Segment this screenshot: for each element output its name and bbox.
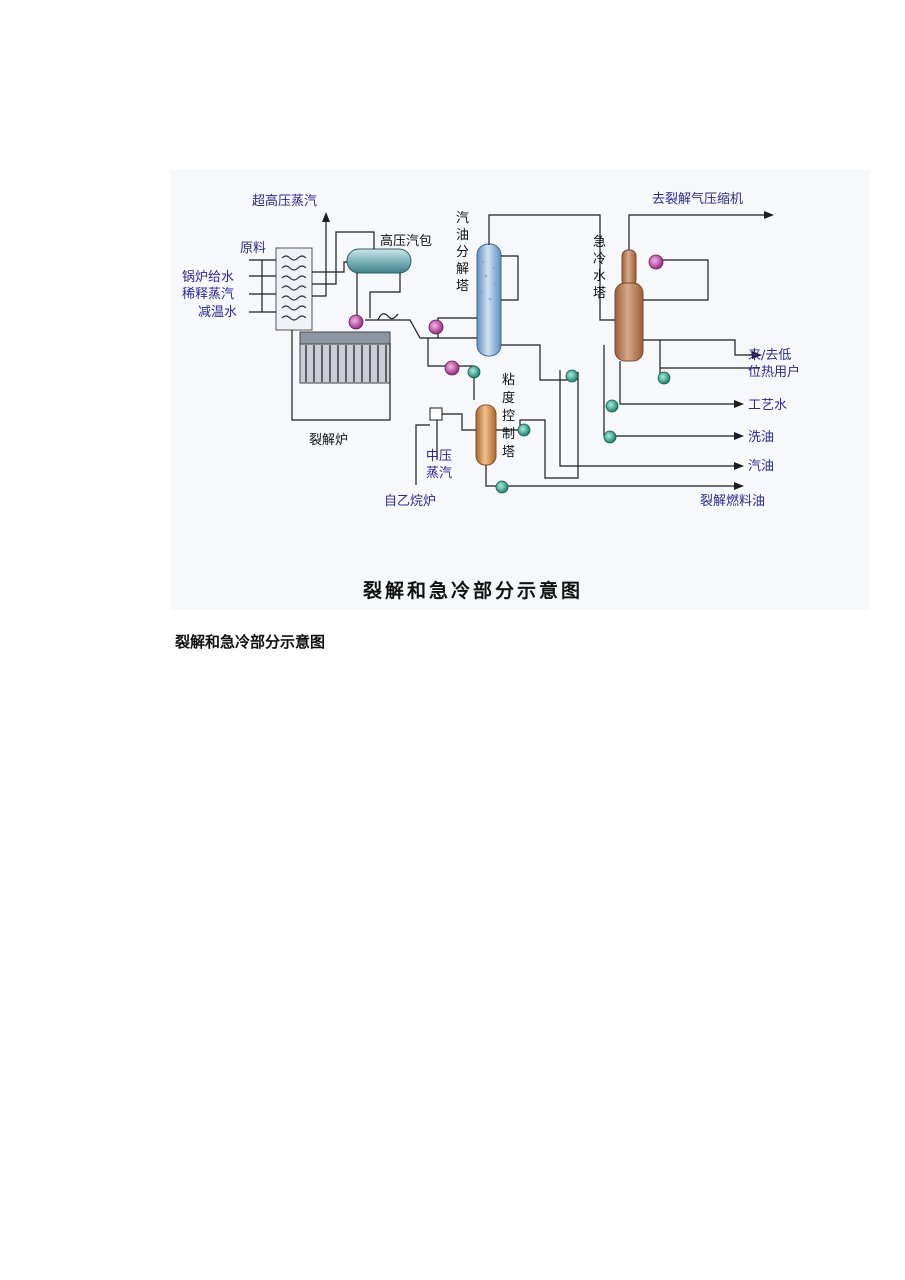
page-caption: 裂解和急冷部分示意图 [175, 633, 326, 651]
pumps [467, 365, 671, 494]
svg-text:解: 解 [456, 262, 469, 277]
svg-text:塔: 塔 [593, 286, 606, 301]
cracking-quench-diagram: 超高压蒸汽 原料 锅炉给水 稀释蒸汽 减温水 高压汽包 裂解炉 汽 油 分 解 … [170, 170, 870, 610]
label-to-cracked-gas-compressor: 去裂解气压缩机 [652, 191, 743, 207]
label-mp-steam-2: 蒸汽 [426, 466, 452, 481]
label-wash-oil: 洗油 [748, 430, 774, 445]
label-hp-steam-drum: 高压汽包 [380, 233, 432, 249]
svg-text:水: 水 [593, 269, 606, 284]
svg-text:度: 度 [502, 390, 515, 406]
svg-text:塔: 塔 [456, 279, 469, 294]
svg-text:粘: 粘 [502, 373, 515, 388]
convection-coils [281, 255, 307, 321]
label-cracked-fuel-oil: 裂解燃料油 [700, 493, 765, 509]
figure-caption: 裂解和急冷部分示意图 [363, 579, 583, 602]
quench-top-exchanger-icon [648, 254, 664, 270]
svg-text:冷: 冷 [593, 252, 606, 267]
pump-icon [517, 423, 531, 437]
label-gasoline: 汽油 [748, 459, 774, 474]
svg-text:汽: 汽 [456, 211, 469, 226]
diagram-background [170, 170, 870, 610]
pump-icon [495, 480, 509, 494]
label-desuperheating-water: 减温水 [198, 305, 237, 320]
hp-steam-drum [346, 248, 412, 282]
svg-text:制: 制 [502, 427, 515, 442]
radiant-tubes [305, 345, 387, 382]
label-dilution-steam: 稀释蒸汽 [182, 287, 234, 302]
gasoline-fractionator-column [476, 236, 502, 357]
steam-exchanger-icon [444, 360, 460, 376]
svg-text:急: 急 [593, 235, 606, 250]
svg-text:分: 分 [456, 245, 469, 260]
quench-water-tower [614, 240, 644, 362]
label-boiler-feed-water: 锅炉给水 [182, 269, 234, 285]
gas-exchanger-icon [428, 319, 444, 335]
pump-icon [657, 371, 671, 385]
convection-section [275, 247, 313, 331]
svg-text:油: 油 [456, 228, 469, 243]
pump-icon [605, 399, 619, 413]
label-to-from-low-heat-users-1: 来/去低 [748, 348, 791, 363]
label-quench-water-tower: 急 冷 水 塔 [593, 235, 606, 301]
pump-icon [565, 369, 579, 383]
label-process-water: 工艺水 [748, 398, 787, 413]
label-feedstock: 原料 [240, 241, 266, 256]
cracking-furnace [275, 247, 391, 384]
label-super-high-pressure-steam: 超高压蒸汽 [252, 193, 317, 209]
label-gasoline-fractionator: 汽 油 分 解 塔 [456, 211, 469, 294]
viscosity-control-tower [475, 404, 497, 466]
label-from-ethane-furnace: 自乙烷炉 [384, 494, 436, 509]
heat-exchangers [348, 254, 664, 376]
tle-exchanger-icon [348, 314, 364, 330]
pump-icon [603, 430, 617, 444]
svg-text:控: 控 [502, 409, 515, 424]
label-to-from-low-heat-users-2: 位热用户 [748, 364, 800, 380]
label-mp-steam-1: 中压 [426, 449, 452, 464]
radiant-section [299, 342, 391, 384]
svg-text:塔: 塔 [502, 445, 515, 460]
label-cracking-furnace: 裂解炉 [309, 433, 348, 448]
label-viscosity-control-tower: 粘 度 控 制 塔 [502, 373, 515, 460]
pump-icon [467, 365, 481, 379]
